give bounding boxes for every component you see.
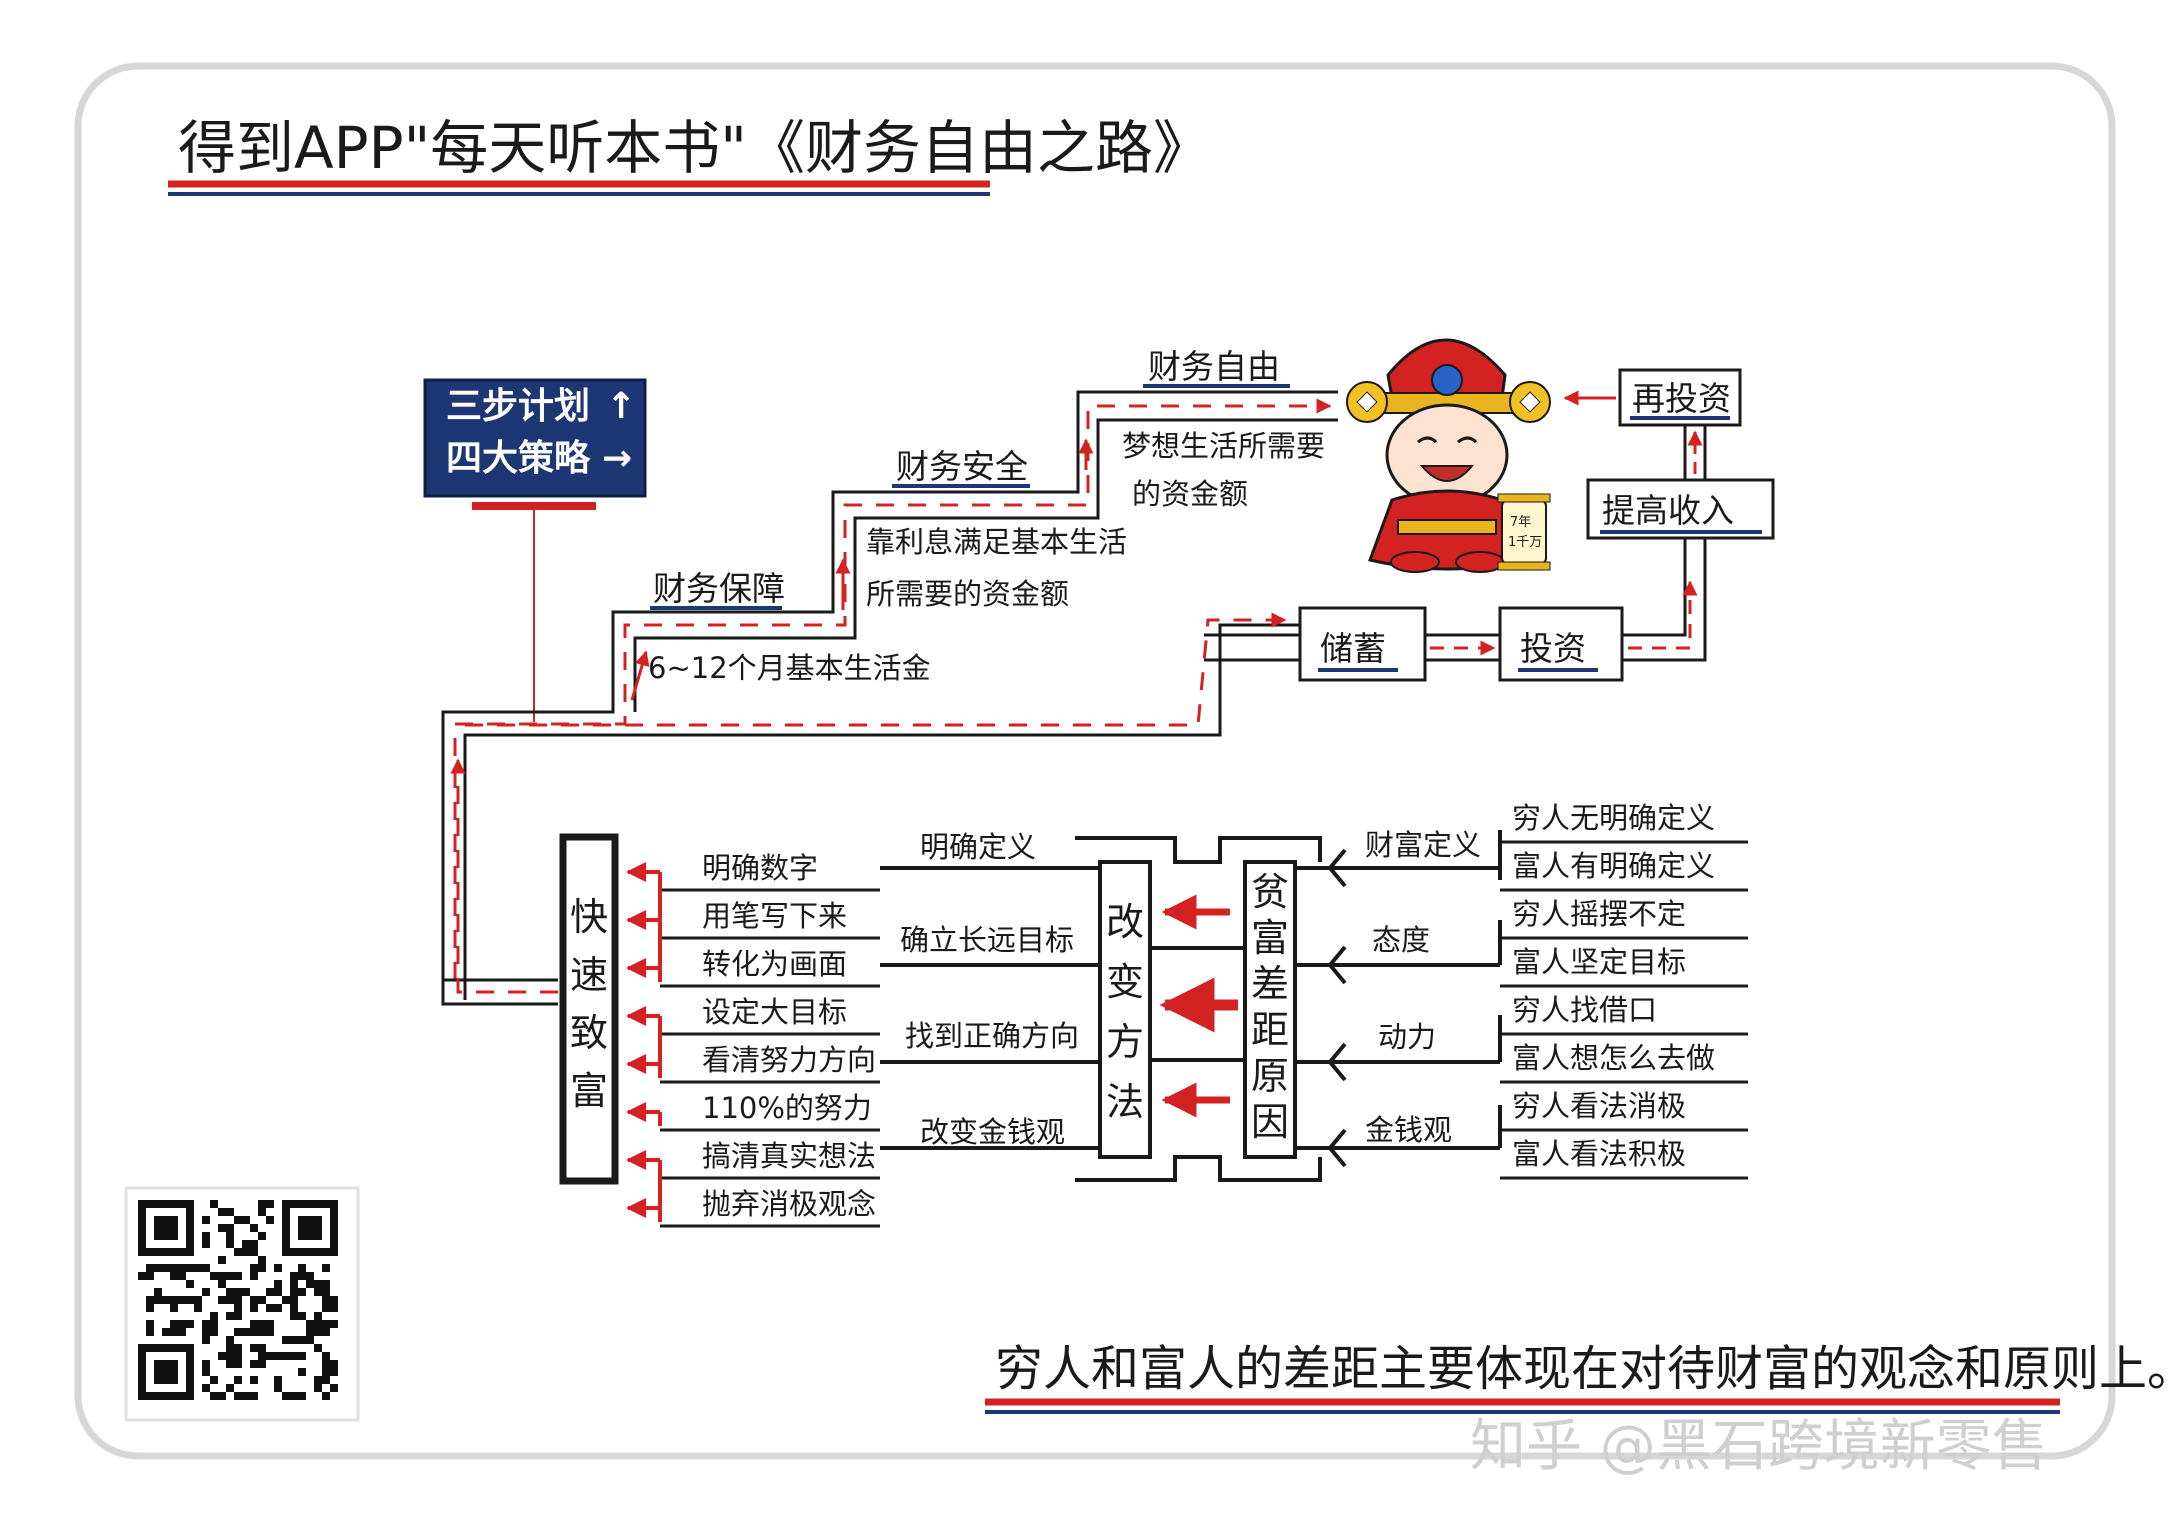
method-group-label: 明确定义 <box>920 830 1036 864</box>
method-item: 用笔写下来 <box>702 899 847 933</box>
method-char: 法 <box>1106 1080 1144 1124</box>
raise-income-box <box>1586 478 1775 540</box>
method-column <box>1098 860 1152 1159</box>
comparison-item: 富人看法积极 <box>1512 1137 1686 1171</box>
sign-board <box>423 378 647 498</box>
reason-label: 财富定义 <box>1365 828 1481 862</box>
step2-label: 财务安全 <box>896 447 1028 486</box>
method-item: 抛弃消极观念 <box>702 1187 876 1221</box>
reason-char: 贫 <box>1251 870 1289 914</box>
reason-label: 金钱观 <box>1365 1113 1452 1147</box>
strategy-sign: 三步计划 ↑ 四大策略 → <box>423 378 647 722</box>
reinvest-box <box>1618 368 1742 427</box>
watermark: 知乎 @黑石跨境新零售 <box>1470 1414 2048 1479</box>
comparison-item: 富人想怎么去做 <box>1512 1041 1715 1075</box>
reason-char: 原 <box>1251 1054 1289 1098</box>
reason-column <box>1243 860 1297 1159</box>
step1-label: 财务保障 <box>653 569 785 608</box>
reinvest-label: 再投资 <box>1632 379 1731 418</box>
wealth-god-icon: 7年 1千万 <box>1346 338 1551 573</box>
method-item: 设定大目标 <box>702 995 847 1029</box>
scroll-text-1: 7年 <box>1510 515 1531 530</box>
raise-income-label: 提高收入 <box>1602 491 1734 530</box>
comparison-item: 富人坚定目标 <box>1512 945 1686 979</box>
step3-desc-line1: 梦想生活所需要 <box>1122 429 1325 463</box>
comparisons-list: 穷人无明确定义富人有明确定义穷人摇摆不定富人坚定目标穷人找借口富人想怎么去做穷人… <box>1500 801 1748 1180</box>
page-title: 得到APP"每天听本书"《财务自由之路》 <box>178 114 1211 182</box>
comparison-item: 穷人摇摆不定 <box>1512 897 1686 931</box>
reason-label: 动力 <box>1378 1020 1436 1054</box>
fast-rich-char: 速 <box>570 953 608 997</box>
arrow-up-icon: ↑ <box>606 386 636 427</box>
step1-desc: 6~12个月基本生活金 <box>648 651 931 685</box>
invest-label: 投资 <box>1520 629 1586 668</box>
reason-char: 差 <box>1251 962 1289 1006</box>
method-item: 看清努力方向 <box>702 1043 876 1077</box>
method-group-label: 确立长远目标 <box>900 923 1074 957</box>
savings-label: 储蓄 <box>1320 629 1386 668</box>
method-group-label: 改变金钱观 <box>920 1115 1065 1149</box>
qr-code-icon[interactable] <box>124 1186 360 1422</box>
comparison-item: 穷人看法消极 <box>1512 1089 1686 1123</box>
sign-base <box>472 502 596 510</box>
step2-desc-line2: 所需要的资金额 <box>866 577 1069 611</box>
method-item: 转化为画面 <box>702 947 847 981</box>
method-char: 变 <box>1106 960 1144 1004</box>
step2-desc-line1: 靠利息满足基本生活 <box>866 525 1127 559</box>
fast-rich-column <box>559 833 619 1185</box>
comparison-item: 穷人无明确定义 <box>1512 801 1715 835</box>
method-group-label: 找到正确方向 <box>905 1019 1079 1053</box>
sign-line2: 四大策略 <box>446 438 591 479</box>
method-char: 方 <box>1106 1020 1144 1064</box>
scroll-text-2: 1千万 <box>1508 535 1542 550</box>
fast-rich-char: 富 <box>570 1069 608 1113</box>
scroll-icon <box>1501 499 1547 565</box>
reason-label: 态度 <box>1372 923 1430 957</box>
method-char: 改 <box>1106 900 1144 944</box>
step3-desc-line2: 的资金额 <box>1132 477 1248 511</box>
method-item: 搞清真实想法 <box>702 1139 876 1173</box>
method-item: 明确数字 <box>702 851 818 885</box>
reason-char: 因 <box>1251 1100 1289 1144</box>
connectors <box>880 830 1502 1182</box>
page-frame <box>74 62 2116 1460</box>
reason-char: 富 <box>1251 916 1289 960</box>
reason-char: 距 <box>1251 1008 1289 1052</box>
sign-line1: 三步计划 <box>446 386 590 427</box>
comparison-item: 穷人找借口 <box>1512 993 1657 1027</box>
step3-label: 财务自由 <box>1148 347 1280 386</box>
arrow-right-icon: → <box>602 438 632 479</box>
bottom-caption: 穷人和富人的差距主要体现在对待财富的观念和原则上。 <box>995 1341 2180 1397</box>
investment-cycle: 储蓄 投资 提高收入 再投资 <box>1204 368 1775 682</box>
fast-rich-char: 快 <box>570 895 608 939</box>
method-item: 110%的努力 <box>702 1091 872 1125</box>
staircase-road <box>441 390 1338 980</box>
fast-rich-char: 致 <box>570 1011 608 1055</box>
comparison-item: 富人有明确定义 <box>1512 849 1715 883</box>
down-road <box>441 758 558 1006</box>
